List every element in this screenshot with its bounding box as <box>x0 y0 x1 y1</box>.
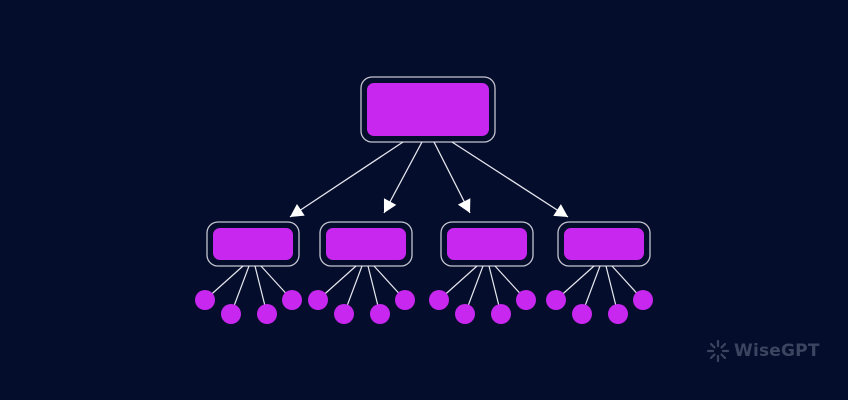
edge-root-to-child-2-arrowhead <box>383 198 397 213</box>
leaf-node-4-2 <box>572 304 592 324</box>
leaf-node-3-1 <box>429 290 449 310</box>
leaf-node-1-1 <box>195 290 215 310</box>
root-node-outline <box>360 76 496 143</box>
leaf-node-1-2 <box>221 304 241 324</box>
edge-root-to-child-1-line <box>289 141 404 218</box>
leaf-node-4-3 <box>608 304 628 324</box>
leaf-node-1-4 <box>282 290 302 310</box>
leaf-node-2-2 <box>334 304 354 324</box>
child-node-1-box <box>213 228 293 260</box>
leaf-node-3-2 <box>455 304 475 324</box>
child-node-4-box <box>564 228 644 260</box>
watermark: WiseGPT <box>706 339 820 363</box>
child-node-3-box <box>447 228 527 260</box>
leaf-node-2-3 <box>370 304 390 324</box>
edge-root-to-child-2-line <box>383 141 423 214</box>
leaf-node-4-4 <box>633 290 653 310</box>
leaf-node-2-4 <box>395 290 415 310</box>
root-node-box <box>367 83 489 136</box>
leaf-node-2-1 <box>308 290 328 310</box>
child-node-2-outline <box>319 221 413 267</box>
leaf-node-1-3 <box>257 304 277 324</box>
leaf-node-3-4 <box>516 290 536 310</box>
child-node-2-box <box>326 228 406 260</box>
leaf-node-4-1 <box>546 290 566 310</box>
edge-root-to-child-3-arrowhead <box>457 198 471 213</box>
edge-root-to-child-4-arrowhead <box>553 204 568 217</box>
wisegpt-logo-icon <box>706 339 730 363</box>
child-node-3-outline <box>440 221 534 267</box>
child-node-1-outline <box>206 221 300 267</box>
leaf-node-3-3 <box>491 304 511 324</box>
edge-root-to-child-1-arrowhead <box>290 203 305 217</box>
edge-root-to-child-4-line <box>451 141 569 218</box>
edge-root-to-child-3-line <box>433 141 471 214</box>
child-node-4-outline <box>557 221 651 267</box>
watermark-text: WiseGPT <box>734 341 820 361</box>
